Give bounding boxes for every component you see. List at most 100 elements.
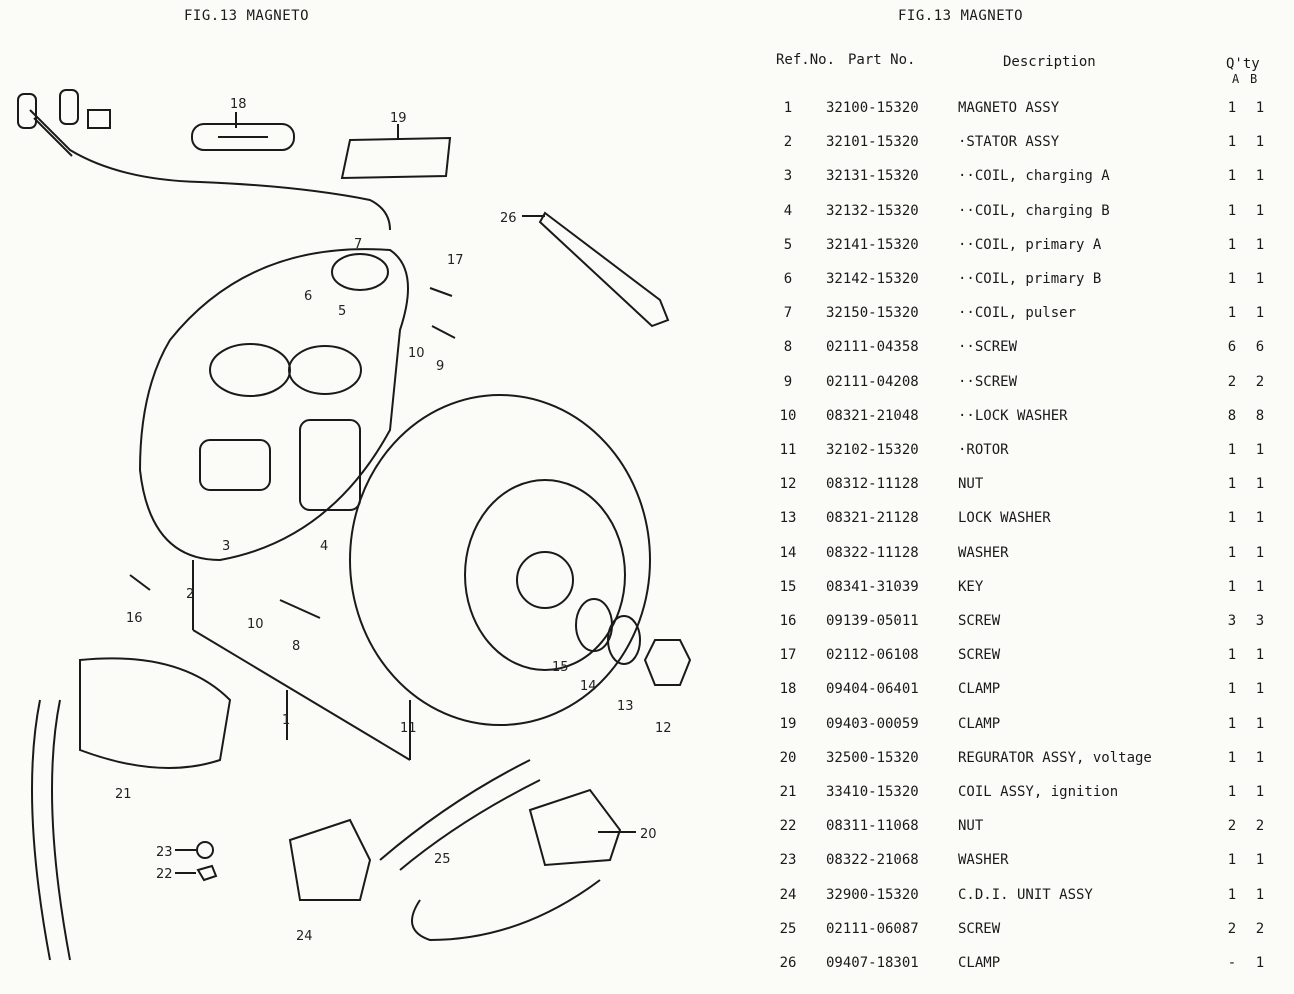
qty-b-cell: 3 <box>1255 613 1265 629</box>
ref-no-cell: 5 <box>783 236 793 253</box>
callout-12: 12 <box>655 721 672 736</box>
qty-b-cell: 1 <box>1255 715 1265 732</box>
coil-primary-a <box>288 345 362 395</box>
qty-b-cell: 1 <box>1255 749 1265 766</box>
stator-plate <box>138 248 409 562</box>
callout-19: 19 <box>390 111 407 126</box>
qty-a-cell: 1 <box>1227 236 1237 253</box>
callout-13: 13 <box>617 699 634 714</box>
part-no-cell: 02112-06108 <box>826 647 919 664</box>
description-cell: SCREW <box>958 647 1001 664</box>
callout-23: 23 <box>156 845 173 860</box>
ref-no-cell: 15 <box>779 578 797 595</box>
ref-no-cell: 1 <box>783 100 793 116</box>
callout-24: 24 <box>296 929 313 944</box>
description-cell: ·STATOR ASSY <box>958 134 1060 151</box>
screw-17 <box>429 287 453 297</box>
callout-15: 15 <box>552 660 569 675</box>
part-no-cell: 08321-21048 <box>826 407 919 424</box>
qty-b-cell: 1 <box>1255 578 1265 595</box>
qty-b-cell: 1 <box>1255 852 1265 869</box>
regulator <box>528 788 622 867</box>
screw-9 <box>431 325 456 339</box>
qty-b-cell: 1 <box>1255 202 1265 219</box>
part-no-cell: 02111-04358 <box>826 339 919 356</box>
qty-b-cell: 1 <box>1255 168 1265 185</box>
qty-b-cell: 1 <box>1255 544 1265 561</box>
qty-a-cell: 1 <box>1227 202 1237 219</box>
callout-22: 22 <box>156 867 173 882</box>
washer-14 <box>575 598 613 652</box>
qty-b-cell: 1 <box>1255 305 1265 322</box>
callout-3: 3 <box>222 539 230 554</box>
clamp-19 <box>340 136 452 180</box>
description-cell: NUT <box>958 476 984 493</box>
qty-a-cell: 3 <box>1227 613 1237 629</box>
connector-plug-2 <box>59 89 79 125</box>
ref-no-cell: 18 <box>779 681 797 698</box>
callout-10-bottom: 10 <box>247 617 264 632</box>
connector-plug-3 <box>87 109 111 129</box>
qty-a-cell: 1 <box>1227 510 1237 527</box>
part-no-cell: 32102-15320 <box>826 442 919 458</box>
ref-no-cell: 26 <box>779 955 797 971</box>
ref-no-cell: 9 <box>783 373 793 390</box>
coil-charging-b <box>299 419 361 511</box>
ref-no-cell: 14 <box>779 544 797 561</box>
qty-b-cell: 8 <box>1255 407 1265 424</box>
part-no-cell: 09404-06401 <box>826 681 919 698</box>
callout-7: 7 <box>354 237 362 252</box>
qty-a-cell: 1 <box>1227 647 1237 664</box>
description-cell: SCREW <box>958 920 1001 937</box>
part-no-cell: 32500-15320 <box>826 749 919 766</box>
header-qty-b: B <box>1250 72 1258 86</box>
magneto-exploded-diagram: 18 19 26 7 17 6 5 10 9 3 4 16 2 10 8 15 … <box>17 89 692 961</box>
ref-no-cell: 17 <box>779 647 797 664</box>
part-no-cell: 08322-11128 <box>826 544 919 561</box>
ref-no-cell: 11 <box>779 442 797 458</box>
qty-b-cell: 1 <box>1255 955 1265 971</box>
ref-no-cell: 10 <box>779 407 797 424</box>
qty-a-cell: 2 <box>1227 373 1237 390</box>
callout-11: 11 <box>400 721 417 736</box>
part-no-cell: 08322-21068 <box>826 852 919 869</box>
qty-b-cell: 1 <box>1255 236 1265 253</box>
parts-list-title: FIG.13 MAGNETO <box>898 8 1024 24</box>
nut-12 <box>643 639 692 686</box>
part-no-cell: 32101-15320 <box>826 134 919 151</box>
qty-b-cell: 6 <box>1255 339 1265 356</box>
description-cell: ··COIL, primary A <box>958 236 1102 253</box>
part-no-cell: 32150-15320 <box>826 305 919 322</box>
qty-b-cell: 1 <box>1255 100 1265 116</box>
header-ref-no: Ref.No. <box>776 52 836 68</box>
description-cell: ··COIL, primary B <box>958 271 1102 287</box>
ref-no-cell: 22 <box>779 818 797 835</box>
part-no-cell: 02111-04208 <box>826 373 919 390</box>
description-cell: ··COIL, charging B <box>958 202 1110 219</box>
callout-10-top: 10 <box>408 346 425 361</box>
callout-1: 1 <box>282 713 290 728</box>
qty-a-cell: 1 <box>1227 134 1237 151</box>
ignition-coil <box>79 657 232 769</box>
qty-a-cell: 1 <box>1227 271 1237 287</box>
qty-a-cell: 1 <box>1227 100 1237 116</box>
part-no-cell: 32100-15320 <box>826 100 919 116</box>
part-no-cell: 32142-15320 <box>826 271 919 287</box>
description-cell: WASHER <box>958 544 1009 561</box>
screw-8 <box>279 599 321 619</box>
ref-no-cell: 7 <box>783 305 793 322</box>
ref-no-cell: 24 <box>779 886 797 903</box>
wire-harness <box>29 109 391 231</box>
ref-no-cell: 4 <box>783 202 793 219</box>
qty-b-cell: 1 <box>1255 647 1265 664</box>
